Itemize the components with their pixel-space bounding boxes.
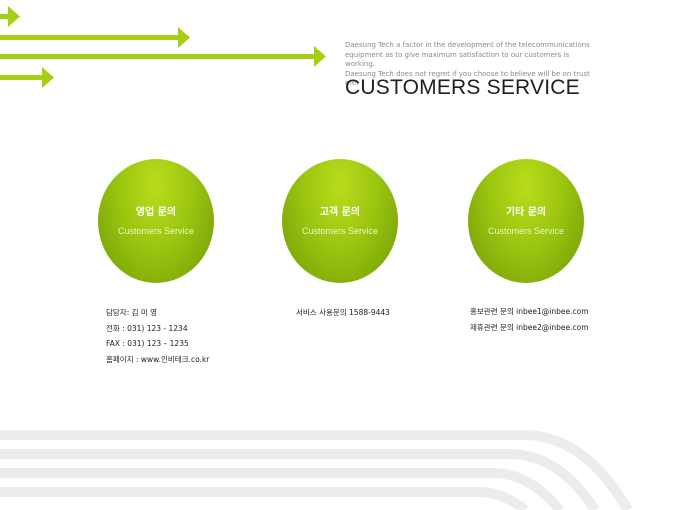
circle-title: 고객 문의 bbox=[319, 207, 361, 218]
intro-line: equipment as to give maximum satisfactio… bbox=[345, 50, 570, 69]
customer-inquiry-circle[interactable]: 고객 문의 Customers Service bbox=[282, 159, 398, 283]
circle-title: 영업 문의 bbox=[135, 207, 177, 218]
contact-line: 전화 : 031) 123 - 1234 bbox=[106, 323, 188, 333]
contact-line: 서비스 사용문의 1588-9443 bbox=[296, 308, 390, 317]
intro-text: Daesung Tech a factor in the development… bbox=[345, 41, 595, 89]
intro-line: Daesung Tech a factor in the development… bbox=[345, 41, 590, 49]
circle-title: 기타 문의 bbox=[505, 207, 547, 218]
page-title: CUSTOMERS SERVICE bbox=[345, 76, 580, 99]
sales-inquiry-circle[interactable]: 영업 문의 Customers Service bbox=[98, 159, 214, 283]
customer-contact-info: 서비스 사용문의 1588-9443 bbox=[296, 305, 390, 321]
arrows-decoration bbox=[0, 6, 326, 88]
contact-line: 홍보관련 문의 inbee1@inbee.com bbox=[470, 307, 589, 316]
intro-line: Daesung Tech does not regret if you choo… bbox=[345, 69, 590, 88]
circle-subtitle: Customers Service bbox=[117, 226, 195, 236]
circle-subtitle: Customers Service bbox=[487, 226, 565, 236]
contact-line: 담당자: 김 미 영 bbox=[106, 308, 158, 317]
sales-contact-info: 담당자: 김 미 영 전화 : 031) 123 - 1234 FAX : 03… bbox=[106, 305, 209, 367]
other-contact-info: 홍보관련 문의 inbee1@inbee.com 제휴관련 문의 inbee2@… bbox=[470, 304, 589, 335]
contact-line: 홈페이지 : www.인비테크.co.kr bbox=[106, 354, 210, 364]
circle-subtitle: Customers Service bbox=[301, 226, 379, 236]
contact-line: 제휴관련 문의 inbee2@inbee.com bbox=[470, 322, 589, 332]
other-inquiry-circle[interactable]: 기타 문의 Customers Service bbox=[468, 159, 584, 283]
contact-line: FAX : 031) 123 – 1235 bbox=[106, 339, 189, 348]
